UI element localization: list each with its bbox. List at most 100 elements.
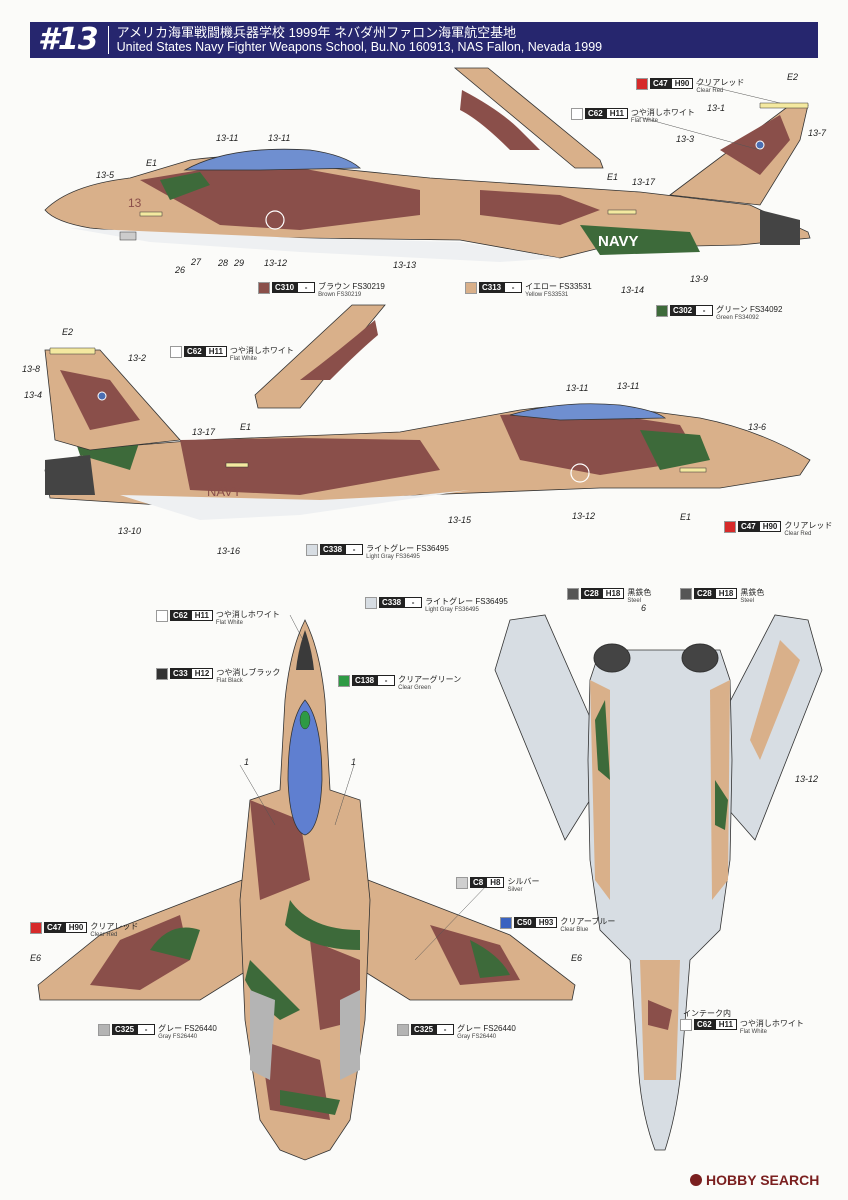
callout-13-12: 13-12 (795, 774, 819, 784)
paint-alt-code: H90 (64, 922, 88, 933)
side-view-left (44, 67, 811, 262)
side-left-wing (453, 67, 604, 169)
paint-alt-code: H93 (534, 917, 558, 928)
callout-e1: E1 (240, 422, 252, 432)
callout-13-4: 13-4 (24, 390, 43, 400)
callout-6: 6 (641, 603, 647, 613)
hobby-search-watermark: HOBBY SEARCH (690, 1172, 819, 1188)
paint-swatch (636, 78, 648, 90)
paint-alt-code: - (345, 544, 364, 555)
callout-13-11: 13-11 (216, 133, 239, 143)
paint-swatch (365, 597, 377, 609)
callout-13-13: 13-13 (393, 260, 417, 270)
callout-27: 27 (191, 257, 202, 267)
callout-29: 29 (234, 258, 245, 268)
paint-code: C62 (585, 108, 606, 119)
paint-swatch (156, 610, 168, 622)
paint-alt-code: - (436, 1024, 455, 1035)
navy-marking: NAVY (207, 484, 242, 499)
paint-swatch (680, 588, 692, 600)
callout-13-16: 13-16 (217, 546, 241, 556)
paint-alt-code: - (297, 282, 316, 293)
callout-13-6: 13-6 (748, 422, 767, 432)
callout-e1: E1 (146, 158, 158, 168)
scheme-titles: アメリカ海軍戦闘機兵器学校 1999年 ネバダ州ファロン海軍航空基地 Unite… (117, 25, 602, 55)
bottom-view (494, 614, 823, 1151)
callout-13-17: 13-17 (192, 427, 216, 437)
paint-code: C325 (411, 1024, 437, 1035)
paint-alt-code: H11 (204, 346, 227, 357)
callout-e6: E6 (571, 953, 583, 963)
logo-icon (690, 1174, 702, 1186)
paint-code: C310 (272, 282, 298, 293)
paint-alt-code: - (137, 1024, 156, 1035)
callout-13-7: 13-7 (808, 128, 827, 138)
callout-1: 1 (351, 757, 357, 767)
paint-swatch (156, 668, 168, 680)
bottom-view-wing-left (494, 614, 601, 841)
callout-e6: E6 (30, 953, 42, 963)
paint-code: C313 (479, 282, 505, 293)
callout-13-9: 13-9 (690, 274, 709, 284)
paint-alt-code: H11 (714, 1019, 737, 1030)
scheme-number: #13 (30, 25, 109, 55)
callout-e1: E1 (607, 172, 619, 182)
nose-code: 13 (128, 196, 142, 210)
paint-alt-code: - (695, 305, 714, 316)
paint-swatch (567, 588, 579, 600)
paint-code: C28 (694, 588, 715, 599)
paint-alt-code: H18 (601, 588, 625, 599)
callout-13-10: 13-10 (118, 526, 142, 536)
paint-swatch (397, 1024, 409, 1036)
paint-code: C47 (738, 521, 759, 532)
callout-13-2: 13-2 (128, 353, 147, 363)
leader-lines (239, 82, 781, 961)
paint-swatch (170, 346, 182, 358)
paint-swatch (258, 282, 270, 294)
callout-26: 26 (175, 265, 186, 275)
paint-code: C47 (44, 922, 65, 933)
paint-swatch (30, 922, 42, 934)
title-jp: アメリカ海軍戦闘機兵器学校 1999年 ネバダ州ファロン海軍航空基地 (116, 25, 517, 40)
paint-swatch (571, 108, 583, 120)
side-view-right (44, 304, 811, 520)
paint-alt-code: - (404, 597, 423, 608)
paint-alt-code: - (504, 282, 523, 293)
callout-13-15: 13-15 (448, 515, 472, 525)
bottom-view-fuselage (587, 649, 733, 1151)
top-view (37, 619, 576, 1161)
paint-swatch (306, 544, 318, 556)
navy-marking: NAVY (598, 233, 639, 250)
callout-28: 28 (218, 258, 229, 268)
paint-code: C47 (650, 78, 671, 89)
paint-swatch (456, 877, 468, 889)
side-right-canopy (509, 403, 667, 421)
side-right-wing (254, 304, 386, 409)
